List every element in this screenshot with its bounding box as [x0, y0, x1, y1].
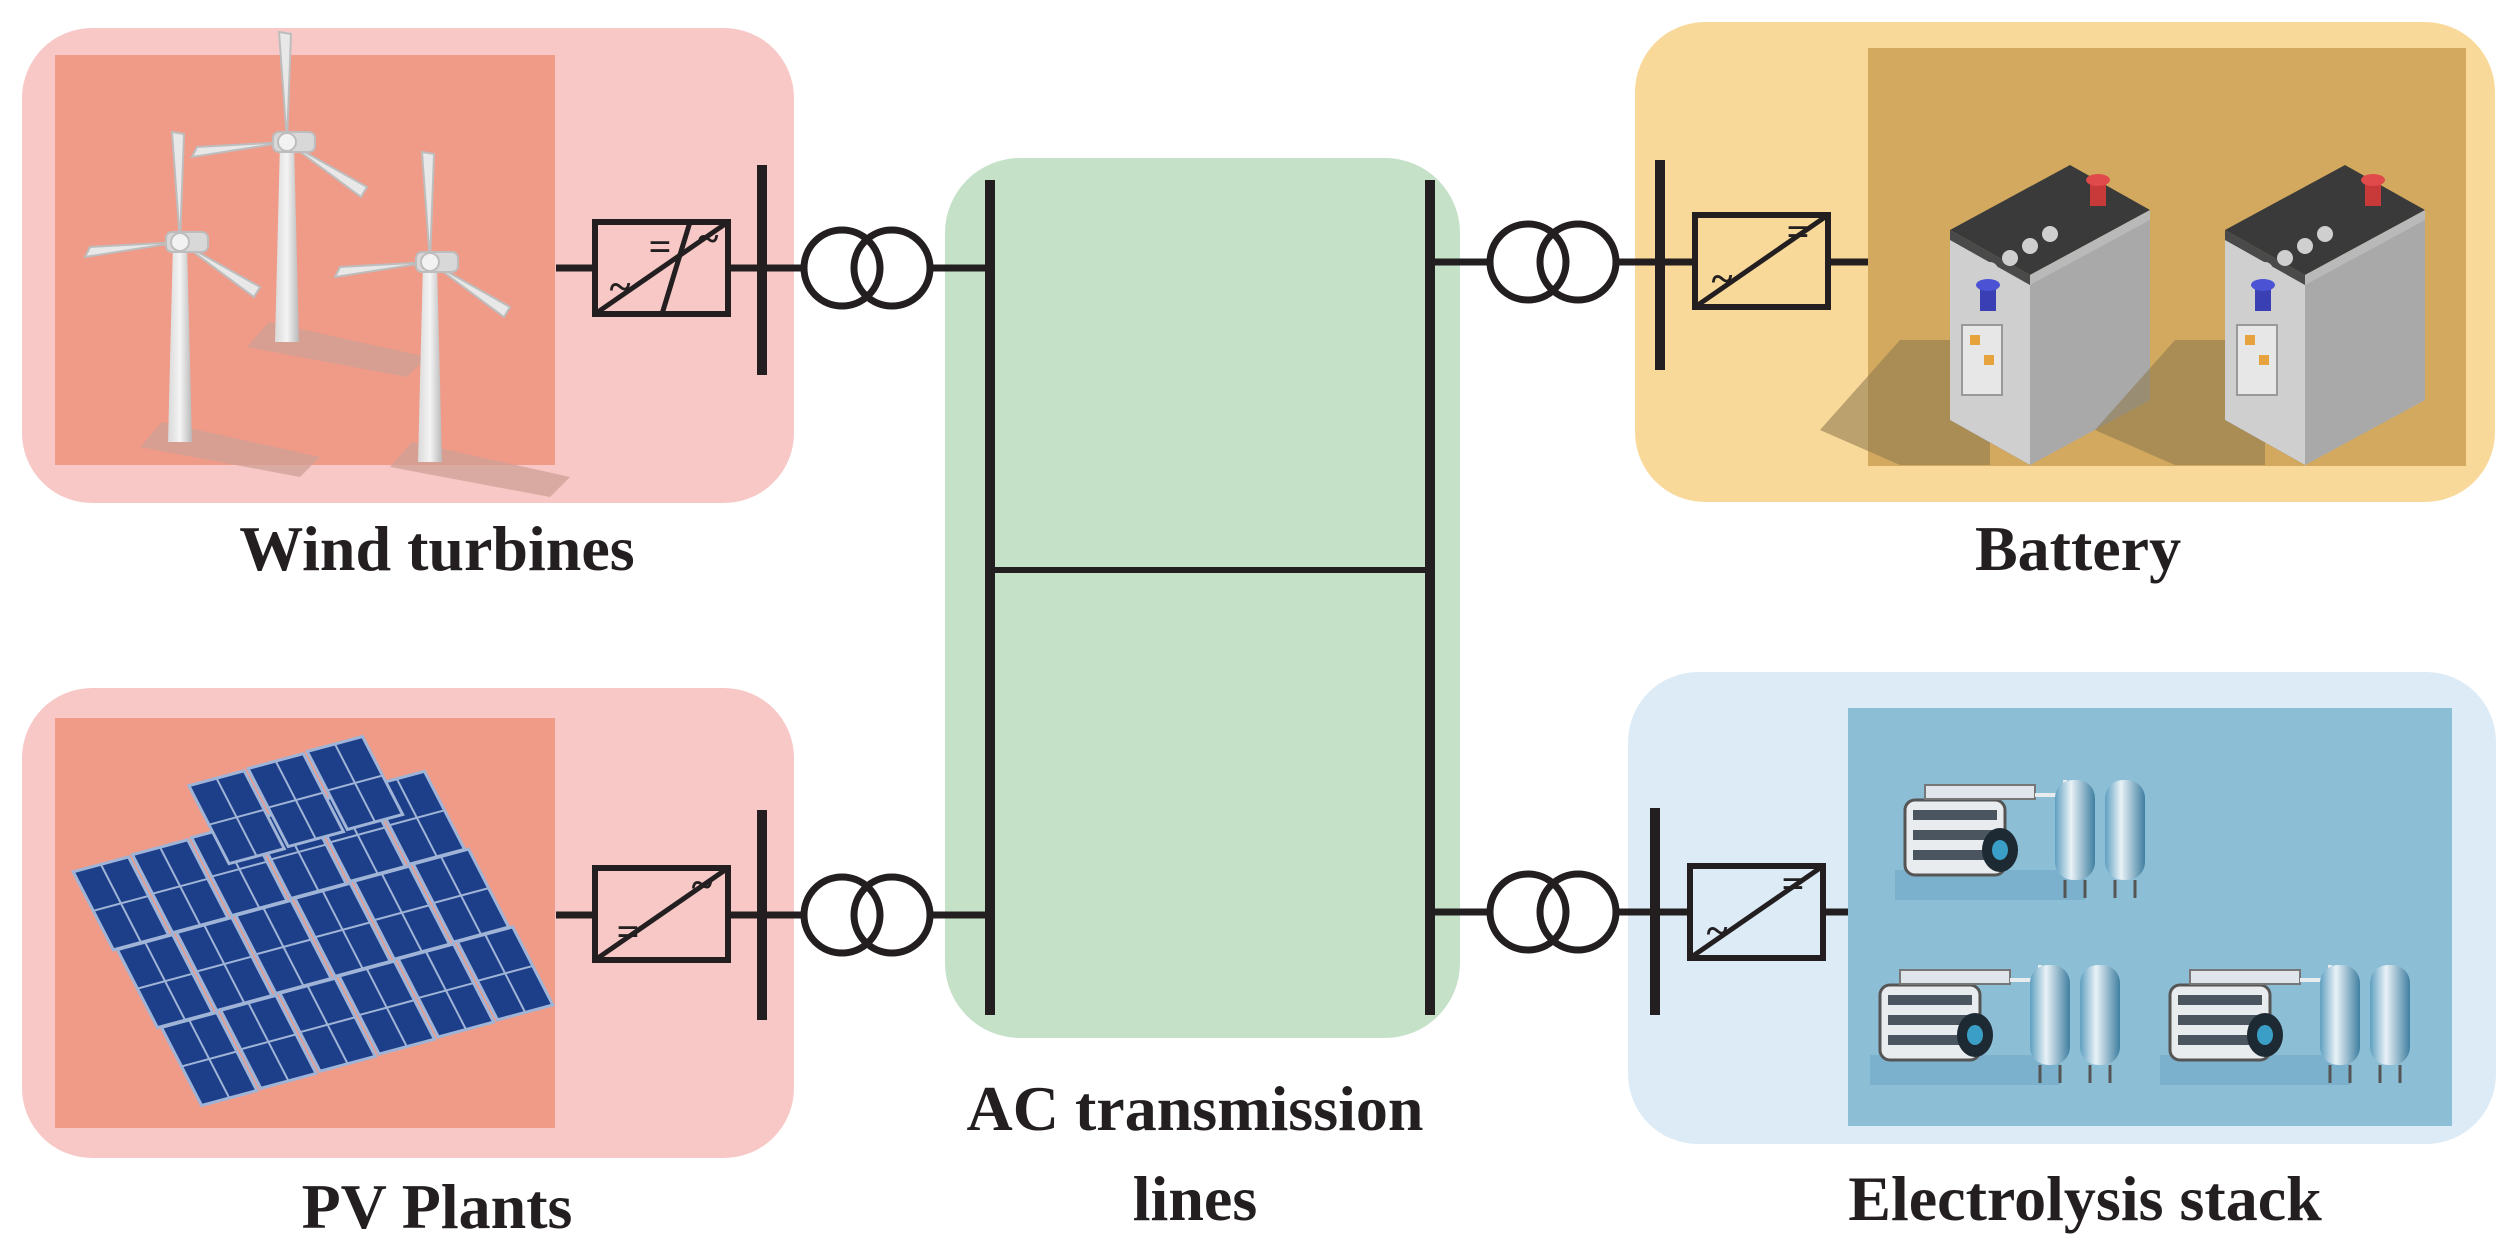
pv-converter-ac-symbol: ~	[692, 862, 713, 907]
wind-transformer-1	[800, 226, 884, 310]
wind-turbines-label: Wind turbines	[239, 513, 634, 584]
ac-transmission-label-line1: AC transmission	[967, 1073, 1424, 1144]
wind-image-area	[55, 55, 555, 465]
wind-transformer-2	[850, 226, 934, 310]
electrolysis-transformer-2	[1536, 870, 1620, 954]
electrolysis-transformer-1	[1486, 870, 1570, 954]
pv-transformer-2	[850, 873, 934, 957]
battery-label: Battery	[1975, 513, 2181, 584]
circuit	[556, 160, 1868, 1020]
ac-transmission-label-line2: lines	[1133, 1163, 1257, 1234]
battery-transformer-2	[1536, 220, 1620, 304]
battery-converter-ac-symbol: ~	[1712, 256, 1733, 301]
pv-transformer-1	[800, 873, 884, 957]
wind-converter-ac-out-symbol: ~	[698, 216, 719, 261]
battery-converter-dc-symbol: =	[1787, 209, 1810, 254]
wind-converter-dc-symbol: =	[649, 224, 672, 269]
electrolysis-stack-label: Electrolysis stack	[1848, 1163, 2322, 1234]
battery-transformer-1	[1486, 220, 1570, 304]
pv-converter-dc-symbol: =	[617, 909, 640, 954]
electrolysis-converter-ac-symbol: ~	[1707, 908, 1728, 953]
electrolysis-converter-dc-symbol: =	[1782, 861, 1805, 906]
wind-converter-ac-in-symbol: ~	[610, 264, 631, 309]
ac-transmission-panel	[945, 158, 1460, 1038]
pv-plants-label: PV Plants	[302, 1171, 573, 1242]
